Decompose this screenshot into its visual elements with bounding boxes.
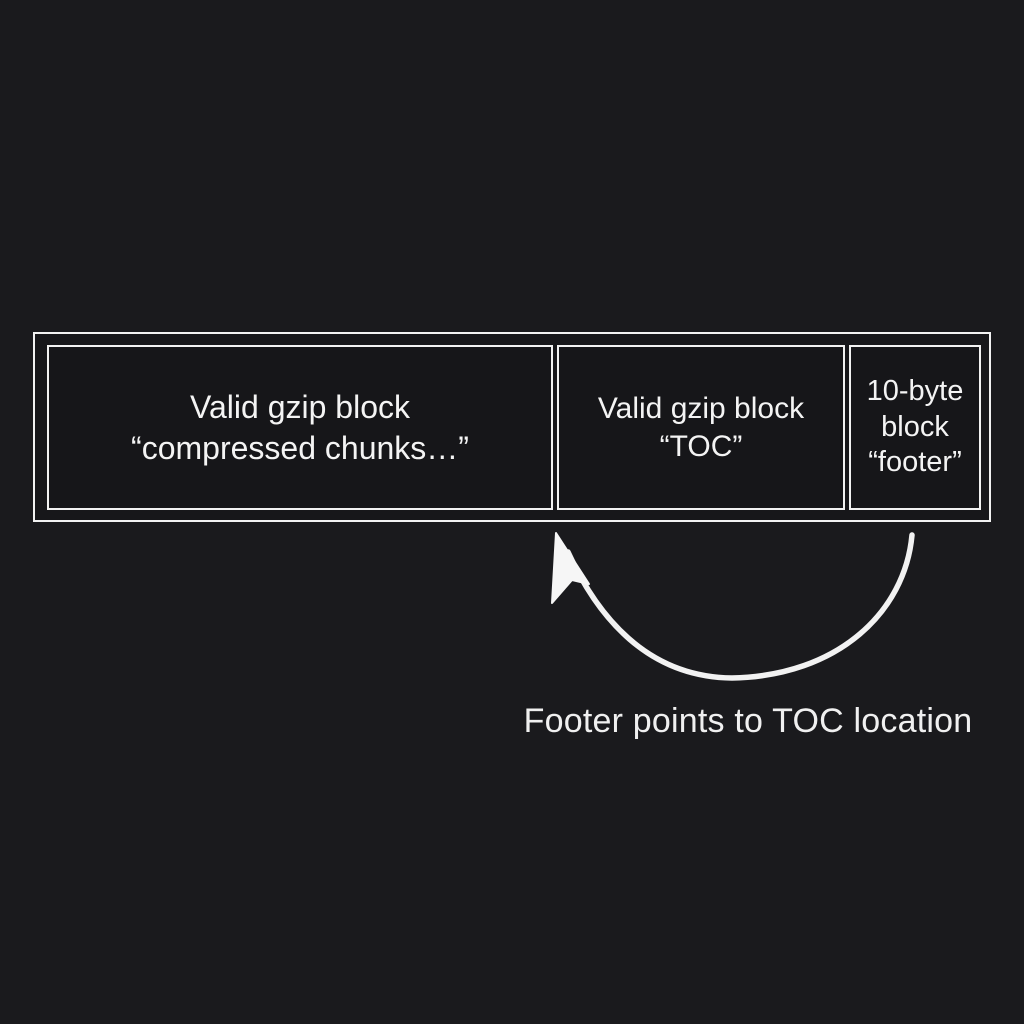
block-footer-line-3: “footer” [868,446,962,479]
block-toc-line-1: Valid gzip block [597,391,805,425]
arrow-caption-text: Footer points to TOC location [523,702,973,740]
block-toc: Valid gzip block “TOC” [557,345,845,510]
block-compressed-chunks: Valid gzip block “compressed chunks…” [47,345,553,510]
block-compressed-chunks-line-1: Valid gzip block [190,389,410,426]
block-footer: 10-byte block “footer” [849,345,981,510]
block-compressed-chunks-line-2: “compressed chunks…” [131,429,469,466]
block-toc-line-2: “TOC” [659,429,743,463]
block-footer-line-1: 10-byte [866,375,964,408]
block-footer-line-2: block [881,410,949,443]
arrow-caption: Footer points to TOC location [0,702,1024,741]
